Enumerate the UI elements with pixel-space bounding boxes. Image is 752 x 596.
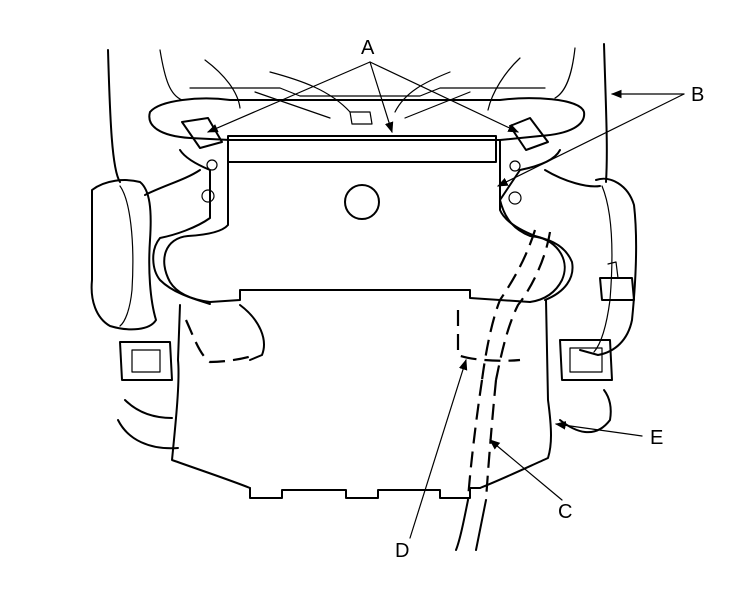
seal-strip [227,135,497,163]
engine-under-cover [163,135,566,551]
leader-b-lower [497,93,685,187]
callout-d: D [395,540,409,562]
leader-c [489,439,563,501]
leader-d [409,358,468,539]
vehicle-frame [107,43,608,183]
access-hole [344,184,380,220]
upper-crossmember [148,97,586,151]
callout-labels: A B C D E [361,37,704,562]
callout-c: C [558,501,572,523]
leader-a-right [369,61,519,133]
callout-a: A [361,37,375,59]
callout-b: B [691,84,704,106]
leader-e [554,421,643,437]
left-subframe [90,149,218,450]
callout-e: E [650,427,663,449]
leader-lines [207,61,685,539]
leader-a-left [207,61,371,133]
leader-a-center [369,61,394,134]
right-subframe [499,149,638,434]
